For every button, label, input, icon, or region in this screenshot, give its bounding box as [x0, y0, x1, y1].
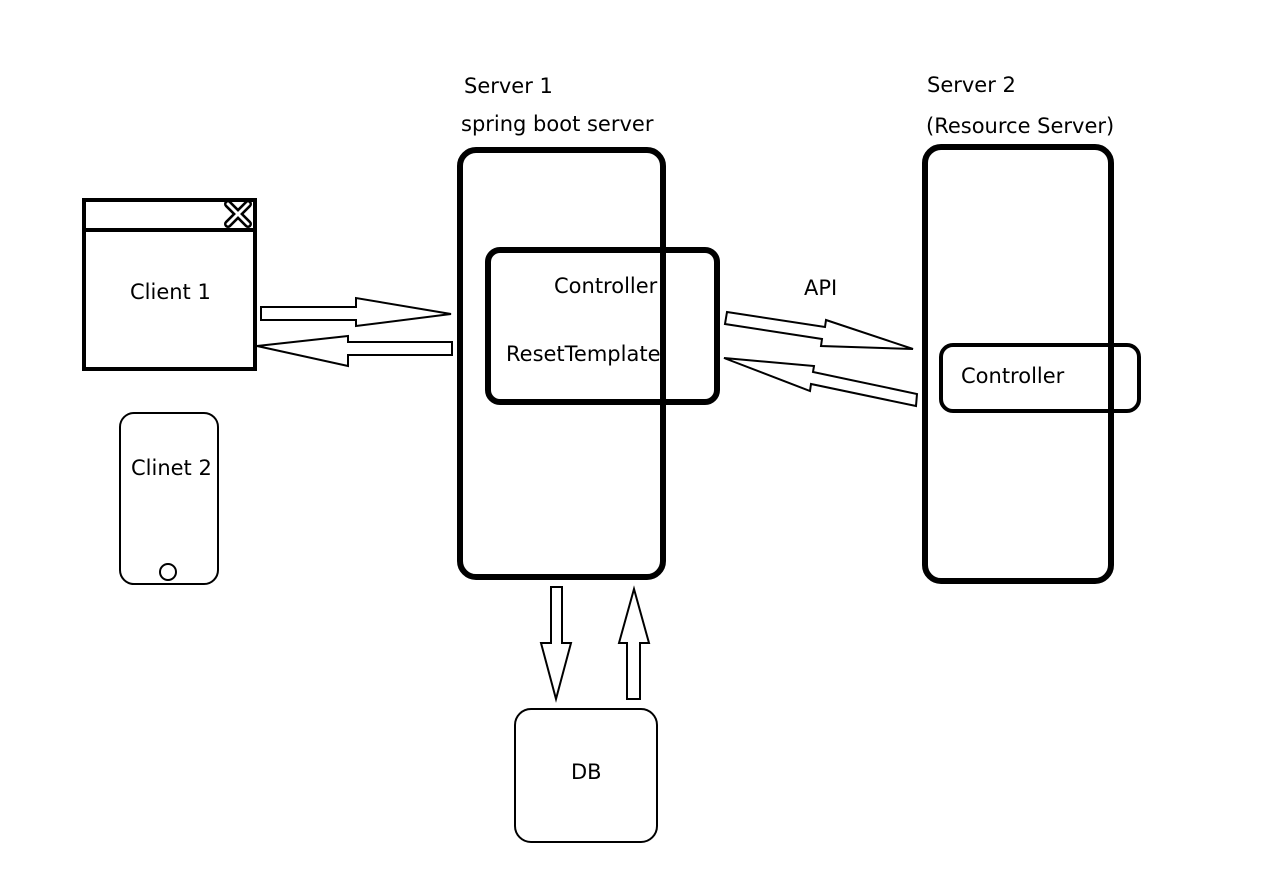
server2-box [922, 144, 1114, 584]
server1-subtitle: spring boot server [461, 112, 654, 136]
client2-phone: Clinet 2 [119, 412, 219, 585]
server2-controller-label: Controller [961, 364, 1065, 388]
db-label: DB [571, 760, 602, 784]
client2-label: Clinet 2 [131, 456, 212, 480]
server1-to-client1-arrow [256, 334, 453, 368]
server2-subtitle: (Resource Server) [926, 114, 1114, 138]
server1-title: Server 1 [464, 74, 553, 98]
server2-title: Server 2 [927, 73, 1016, 97]
client1-window-frame [82, 198, 257, 371]
server1-inner-box [485, 247, 720, 405]
server2-inner-box [939, 343, 1141, 413]
client1-to-server1-arrow [260, 296, 452, 328]
server1: Server 1 spring boot server Controller R… [457, 74, 720, 580]
server1-template-label: ResetTemplate [506, 342, 661, 366]
db-to-server1-arrow [617, 585, 651, 700]
db: DB [514, 708, 658, 843]
close-x-icon [224, 200, 252, 228]
client1-window: Client 1 [82, 198, 257, 371]
server1-controller-label: Controller [554, 274, 658, 298]
server1-to-db-arrow [539, 586, 573, 703]
server1-to-server2-arrow [723, 310, 914, 350]
home-button-icon [159, 563, 177, 581]
api-label: API [804, 276, 837, 300]
server2: Server 2 (Resource Server) Controller [922, 73, 1141, 584]
client1-label: Client 1 [130, 280, 211, 304]
db-box [514, 708, 658, 843]
client2-phone-frame [119, 412, 219, 585]
server1-box [457, 147, 666, 580]
server2-to-server1-arrow [723, 357, 919, 408]
